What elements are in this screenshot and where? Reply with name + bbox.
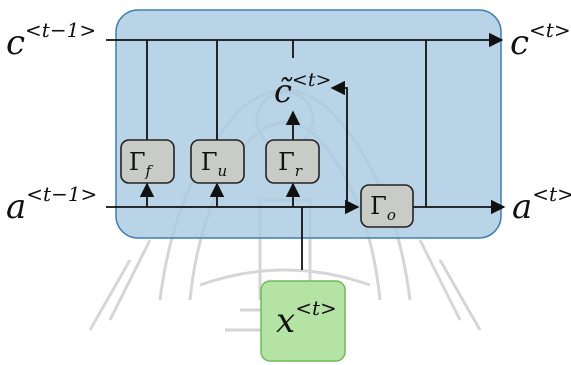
gate-output: Γo (360, 184, 414, 228)
gate-relevance-sub: r (295, 162, 303, 180)
label-c-next: c<t> (510, 18, 571, 63)
gate-update-base: Γ (201, 148, 218, 176)
gate-output-sub: o (387, 206, 396, 224)
label-c-tilde-base: c̃ (274, 72, 293, 110)
input-box (260, 280, 346, 362)
gate-output-base: Γ (370, 192, 387, 220)
svg-text:Γu: Γu (201, 148, 227, 180)
gate-relevance-base: Γ (278, 148, 295, 176)
label-c-tilde-sup: <t> (292, 69, 331, 91)
label-a-next-sup: <t> (532, 182, 571, 206)
label-x-in-base: x (276, 301, 295, 341)
label-a-next-base: a (512, 187, 532, 227)
gate-relevance: Γr (265, 139, 320, 184)
label-c-tilde: c̃<t> (274, 69, 331, 110)
svg-text:Γo: Γo (370, 192, 396, 224)
cell-box (115, 9, 502, 239)
label-c-next-sup: <t> (529, 18, 571, 42)
label-a-prev: a<t−1> (6, 182, 97, 227)
gate-update-sub: u (217, 162, 227, 180)
gate-update: Γu (190, 139, 245, 184)
label-x-in-sup: <t> (295, 296, 337, 320)
gate-forget-sub: f (145, 162, 154, 180)
svg-text:Γf: Γf (129, 148, 154, 180)
a-to-ctilde (330, 80, 348, 207)
label-c-next-base: c (510, 23, 529, 63)
label-a-prev-sup: <t−1> (26, 182, 97, 206)
label-c-prev: c<t−1> (6, 18, 96, 63)
label-x-in: x<t> (276, 296, 337, 341)
label-a-next: a<t> (512, 182, 571, 227)
label-c-prev-base: c (6, 23, 25, 63)
label-a-prev-base: a (6, 187, 26, 227)
gate-forget-base: Γ (129, 148, 146, 176)
svg-text:Γr: Γr (278, 148, 303, 180)
label-c-prev-sup: <t−1> (25, 18, 96, 42)
gate-forget: Γf (120, 139, 175, 184)
